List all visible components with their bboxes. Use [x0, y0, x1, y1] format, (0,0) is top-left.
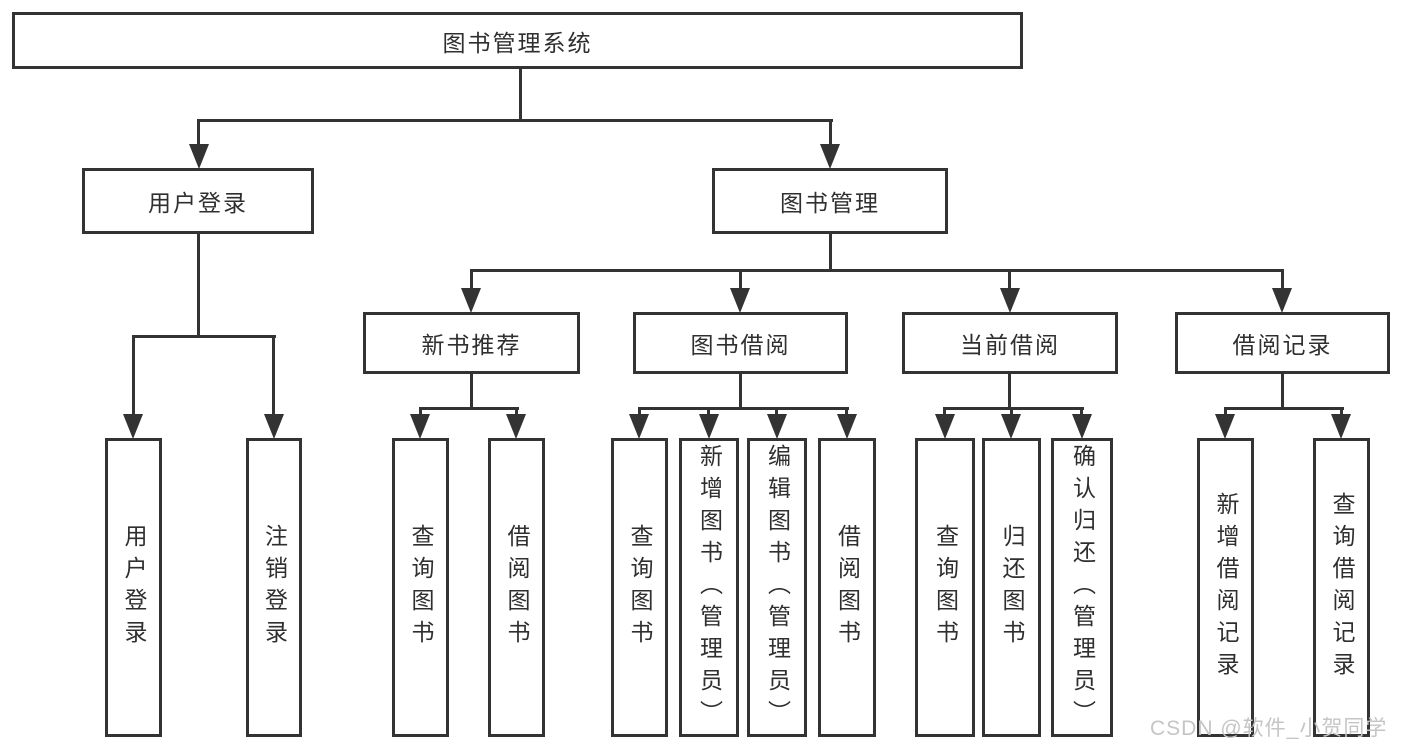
- leaf-bb-borrow-books-label: 借阅图书: [834, 523, 861, 652]
- leaf-bb-borrow-books: 借阅图书: [818, 438, 876, 737]
- leaf-cb-confirm-return-label: 确认归还（管理员）: [1069, 443, 1096, 732]
- connector-vline: [1010, 407, 1013, 419]
- node-book-management: 图书管理: [712, 168, 948, 234]
- leaf-br-query-record-label: 查询借阅记录: [1329, 491, 1355, 684]
- arrowhead-down-icon: [123, 414, 143, 439]
- leaf-bb-query-books: 查询图书: [611, 438, 668, 737]
- leaf-br-add-record-label: 新增借阅记录: [1213, 491, 1239, 684]
- connector-vline: [197, 119, 200, 149]
- arrowhead-down-icon: [935, 414, 955, 439]
- connector-vline: [775, 407, 778, 419]
- arrowhead-down-icon: [189, 144, 209, 169]
- arrowhead-down-icon: [1000, 288, 1020, 313]
- connector-vline: [470, 269, 473, 291]
- leaf-bb-query-books-label: 查询图书: [627, 523, 653, 652]
- connector-hline: [1224, 407, 1344, 410]
- connector-vline: [1281, 269, 1284, 291]
- arrowhead-down-icon: [699, 414, 719, 439]
- node-current-borrow: 当前借阅: [902, 312, 1118, 374]
- node-user-login: 用户登录: [82, 168, 314, 234]
- csdn-watermark: CSDN @软件_小贺同学: [1150, 717, 1388, 740]
- connector-vline: [739, 373, 742, 409]
- node-borrow-records: 借阅记录: [1175, 312, 1390, 374]
- arrowhead-down-icon: [264, 414, 284, 439]
- arrowhead-down-icon: [1072, 414, 1092, 439]
- connector-vline: [1008, 269, 1011, 291]
- connector-vline: [845, 407, 848, 419]
- connector-hline: [470, 269, 1284, 272]
- arrowhead-down-icon: [1215, 414, 1235, 439]
- leaf-cb-query-books-label: 查询图书: [932, 523, 959, 652]
- connector-hline: [943, 407, 1084, 410]
- leaf-nb-query-books-label: 查询图书: [408, 523, 434, 652]
- arrowhead-down-icon: [629, 414, 649, 439]
- leaf-bb-add-books: 新增图书（管理员）: [679, 438, 739, 737]
- connector-vline: [519, 69, 522, 121]
- connector-vline: [272, 335, 275, 419]
- leaf-logout: 注销登录: [246, 438, 302, 737]
- arrowhead-down-icon: [461, 288, 481, 313]
- arrowhead-down-icon: [1331, 414, 1351, 439]
- connector-vline: [132, 335, 135, 419]
- connector-vline: [419, 407, 422, 419]
- node-book-borrow: 图书借阅: [633, 312, 848, 374]
- leaf-cb-return-books: 归还图书: [982, 438, 1041, 737]
- connector-vline: [739, 269, 742, 291]
- leaf-cb-query-books: 查询图书: [915, 438, 975, 737]
- connector-vline: [197, 233, 200, 337]
- leaf-nb-query-books: 查询图书: [392, 438, 449, 737]
- leaf-bb-edit-books: 编辑图书（管理员）: [747, 438, 807, 737]
- node-new-book-recommend: 新书推荐: [363, 312, 580, 374]
- connector-vline: [1008, 373, 1011, 409]
- connector-hline: [132, 335, 276, 338]
- connector-vline: [1281, 373, 1284, 409]
- arrowhead-down-icon: [1001, 414, 1021, 439]
- leaf-bb-add-books-label: 新增图书（管理员）: [696, 443, 723, 732]
- arrowhead-down-icon: [767, 414, 787, 439]
- arrowhead-down-icon: [730, 288, 750, 313]
- leaf-br-add-record: 新增借阅记录: [1197, 438, 1254, 737]
- connector-vline: [1224, 407, 1227, 419]
- connector-vline: [829, 119, 832, 149]
- arrowhead-down-icon: [837, 414, 857, 439]
- arrowhead-down-icon: [410, 414, 430, 439]
- connector-hline: [419, 407, 519, 410]
- leaf-nb-borrow-books: 借阅图书: [488, 438, 545, 737]
- arrowhead-down-icon: [1272, 288, 1292, 313]
- connector-vline: [638, 407, 641, 419]
- arrowhead-down-icon: [506, 414, 526, 439]
- connector-vline: [1340, 407, 1343, 419]
- leaf-logout-label: 注销登录: [261, 523, 288, 652]
- leaf-nb-borrow-books-label: 借阅图书: [504, 523, 530, 652]
- connector-hline: [197, 119, 833, 122]
- connector-vline: [1080, 407, 1083, 419]
- arrowhead-down-icon: [820, 144, 840, 169]
- connector-hline: [638, 407, 849, 410]
- leaf-user-login-label: 用户登录: [121, 523, 147, 652]
- connector-vline: [470, 373, 473, 409]
- leaf-cb-confirm-return: 确认归还（管理员）: [1051, 438, 1113, 737]
- connector-vline: [943, 407, 946, 419]
- node-root: 图书管理系统: [12, 12, 1023, 69]
- leaf-bb-edit-books-label: 编辑图书（管理员）: [764, 443, 791, 732]
- connector-vline: [515, 407, 518, 419]
- leaf-cb-return-books-label: 归还图书: [999, 523, 1025, 652]
- leaf-br-query-record: 查询借阅记录: [1313, 438, 1370, 737]
- leaf-user-login: 用户登录: [105, 438, 162, 737]
- connector-vline: [829, 233, 832, 272]
- connector-vline: [707, 407, 710, 419]
